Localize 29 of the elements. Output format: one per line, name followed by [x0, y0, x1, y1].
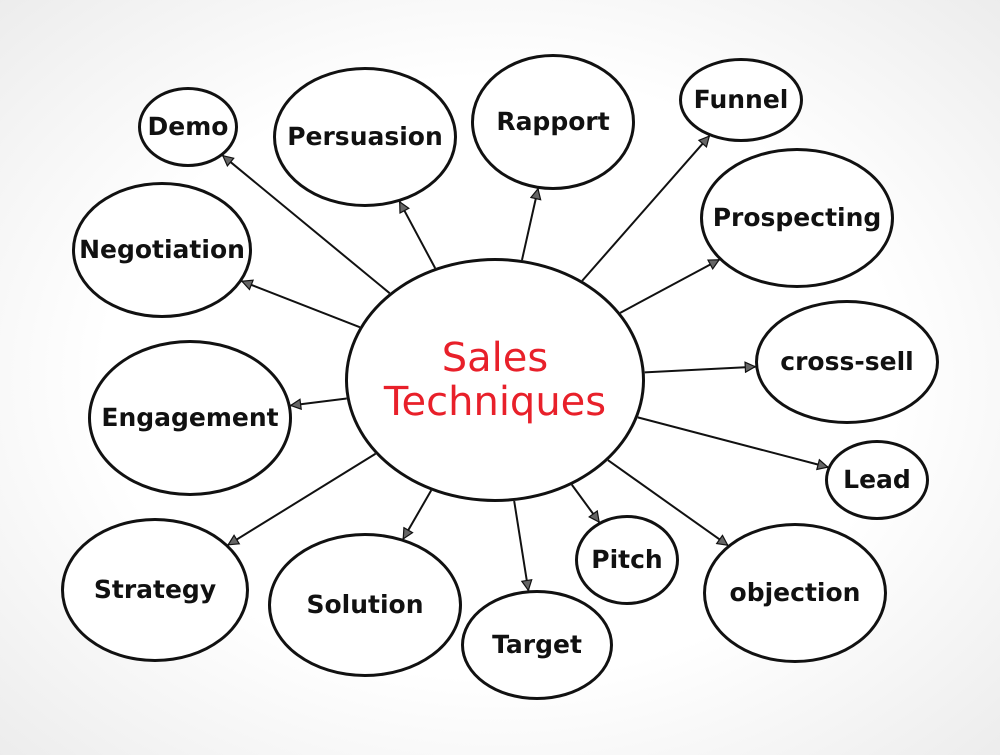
- arrow: [398, 201, 436, 269]
- arrow: [241, 280, 360, 328]
- topic-label: Negotiation: [79, 236, 245, 264]
- topic-label: Sales Techniques: [384, 336, 606, 424]
- arrow: [402, 490, 432, 540]
- arrow: [571, 484, 600, 523]
- topic-label: objection: [730, 579, 860, 607]
- arrow: [222, 154, 390, 294]
- topic-label: Rapport: [496, 108, 610, 136]
- arrow: [581, 135, 710, 282]
- arrow: [513, 500, 532, 591]
- topic-label: Prospecting: [712, 204, 882, 232]
- arrow: [644, 362, 756, 374]
- topic-label: Persuasion: [287, 123, 443, 151]
- arrow: [228, 452, 376, 546]
- topic-label: Strategy: [94, 576, 216, 604]
- arrow: [521, 188, 542, 260]
- arrow: [290, 397, 347, 410]
- topic-label: Pitch: [591, 546, 663, 574]
- topic-label: Demo: [148, 113, 228, 141]
- arrow: [607, 459, 728, 546]
- topic-label: Lead: [843, 466, 911, 494]
- topic-label: Funnel: [694, 86, 788, 114]
- topic-label: Solution: [306, 591, 424, 619]
- arrow: [620, 258, 720, 314]
- arrow: [638, 416, 828, 470]
- topic-label: Target: [492, 631, 582, 659]
- topic-label: cross-sell: [780, 348, 914, 376]
- topic-label: Engagement: [101, 404, 279, 432]
